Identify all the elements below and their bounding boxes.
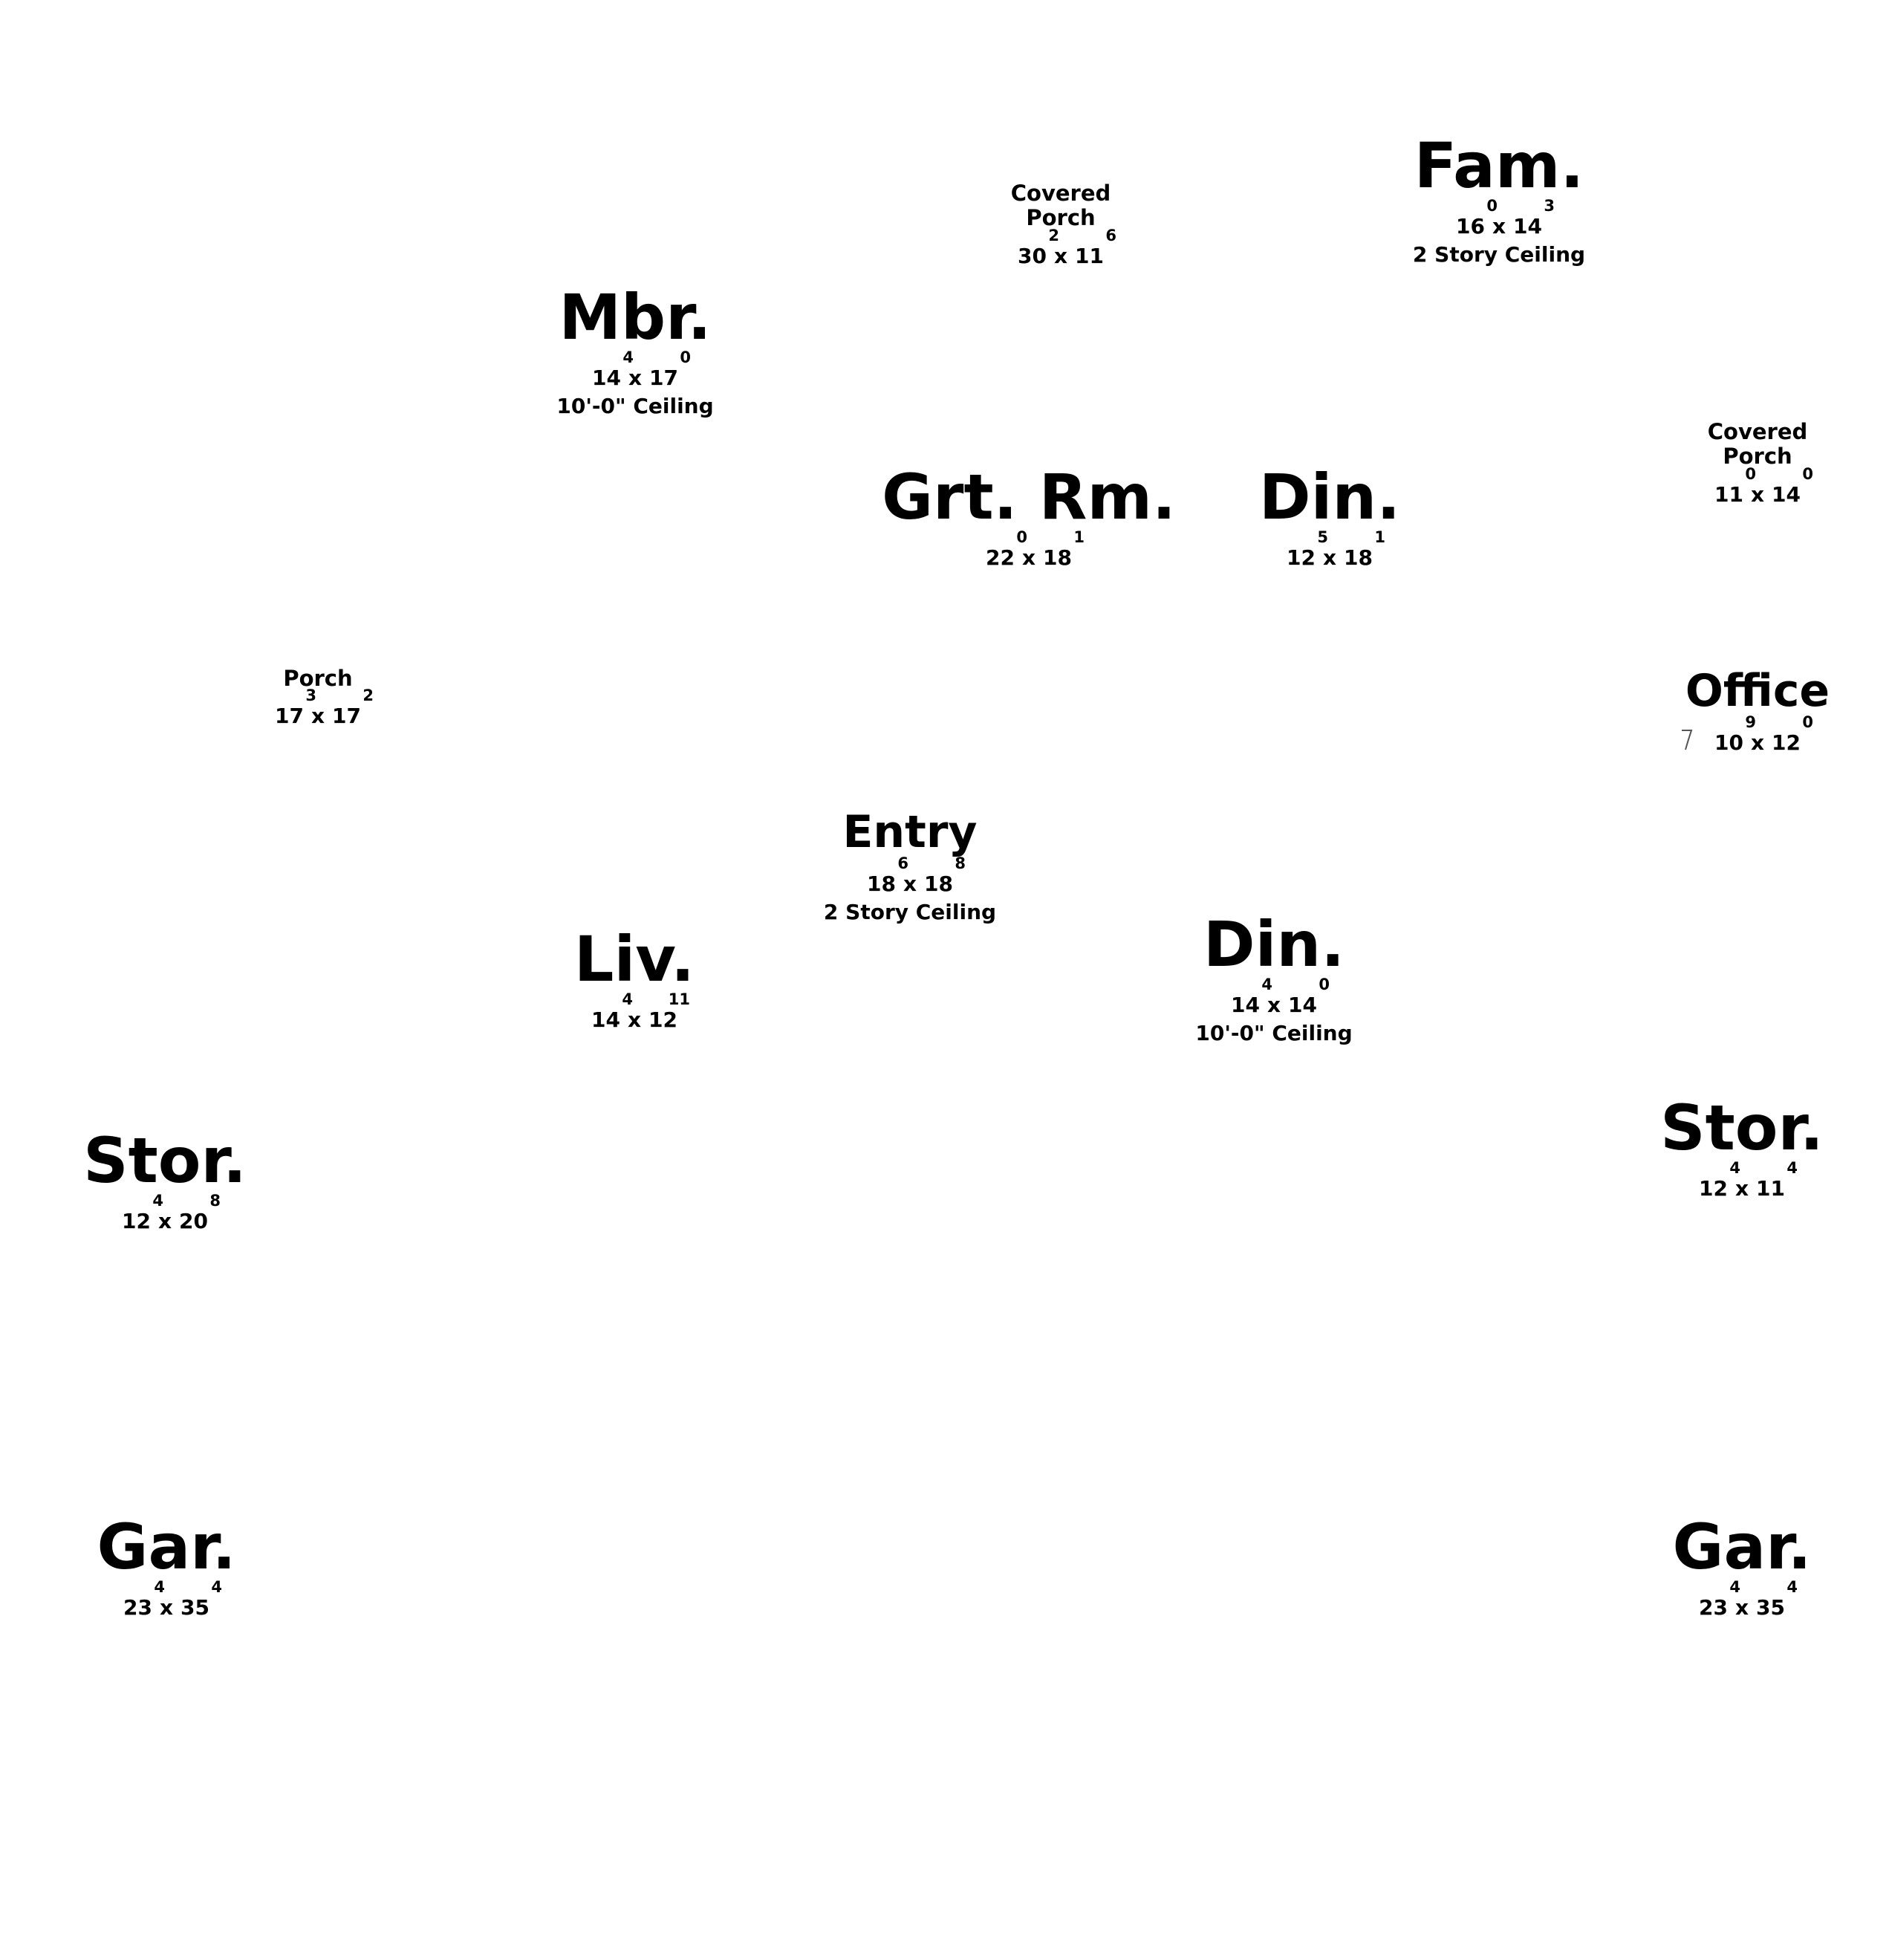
room-name: Stor.	[1660, 1091, 1824, 1164]
room-name: Covered Porch	[1707, 419, 1808, 470]
room-name: Din.	[1258, 461, 1401, 533]
room-note: 10'-0" Ceiling	[556, 394, 714, 418]
room-name: Gar.	[97, 1510, 236, 1583]
door-mark-icon	[1682, 730, 1693, 750]
room-name: Liv.	[573, 923, 695, 996]
room-name: Din.	[1203, 908, 1345, 981]
room-note: 10'-0" Ceiling	[1195, 1021, 1353, 1045]
room-name: Covered Porch	[1010, 181, 1111, 231]
room-name: Entry	[842, 806, 978, 858]
room-name: Fam.	[1414, 129, 1584, 202]
room-name: Grt. Rm.	[882, 461, 1176, 533]
room-note: 2 Story Ceiling	[1412, 242, 1586, 267]
room-name: Gar.	[1672, 1510, 1812, 1583]
room-name: Mbr.	[559, 281, 712, 354]
room-name: Stor.	[83, 1124, 247, 1197]
room-name: Porch	[283, 666, 353, 691]
room-name: Office	[1685, 665, 1830, 717]
room-note: 2 Story Ceiling	[823, 900, 997, 924]
